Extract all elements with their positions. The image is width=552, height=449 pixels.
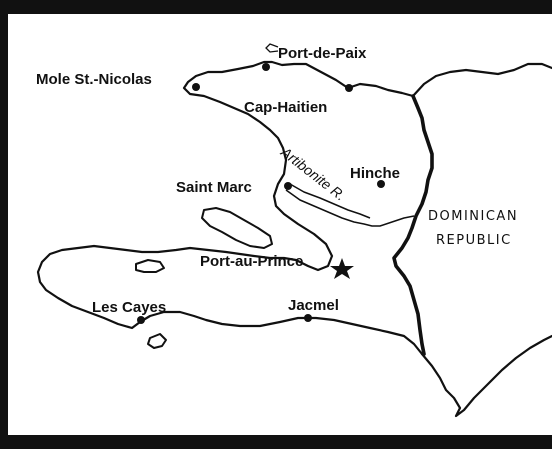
- cayemites-island: [135, 259, 165, 273]
- haiti-coastline: [36, 60, 424, 356]
- dominican-coastline: [411, 62, 552, 98]
- label-jacmel: Jacmel: [288, 297, 339, 314]
- port-au-prince-capital-star: [330, 258, 354, 279]
- port-de-paix-marker: [262, 63, 270, 71]
- artibonite-river: [285, 189, 415, 227]
- label-cap-haitien: Cap-Haitien: [244, 99, 327, 116]
- label-port-de-paix: Port-de-Paix: [278, 45, 367, 62]
- haiti-map: Port-de-Paix Mole St.-Nicolas Cap-Haitie…: [36, 43, 552, 418]
- label-saint-marc: Saint Marc: [176, 179, 252, 196]
- hinche-marker: [377, 180, 385, 188]
- international-border: [392, 94, 434, 356]
- gonave-island: [201, 207, 273, 249]
- cap-haitien-marker: [345, 84, 353, 92]
- mole-st-nicolas-marker: [192, 83, 200, 91]
- port-de-paix-leader: [265, 43, 279, 53]
- artibonite-river-bank: [289, 183, 371, 219]
- les-cayes-marker: [137, 316, 145, 324]
- label-port-au-prince: Port-au-Prince: [200, 253, 303, 270]
- label-country-line1: DOMINICAN: [428, 209, 518, 224]
- label-les-cayes: Les Cayes: [92, 299, 166, 316]
- dominican-south-coastline: [420, 334, 552, 418]
- map-canvas: Port-de-Paix Mole St.-Nicolas Cap-Haitie…: [8, 14, 552, 435]
- label-country-line2: REPUBLIC: [436, 233, 512, 248]
- ile-a-vache: [147, 333, 167, 349]
- jacmel-marker: [304, 314, 312, 322]
- label-mole-st-nicolas: Mole St.-Nicolas: [36, 71, 152, 88]
- label-hinche: Hinche: [350, 165, 400, 182]
- saint-marc-marker: [284, 182, 292, 190]
